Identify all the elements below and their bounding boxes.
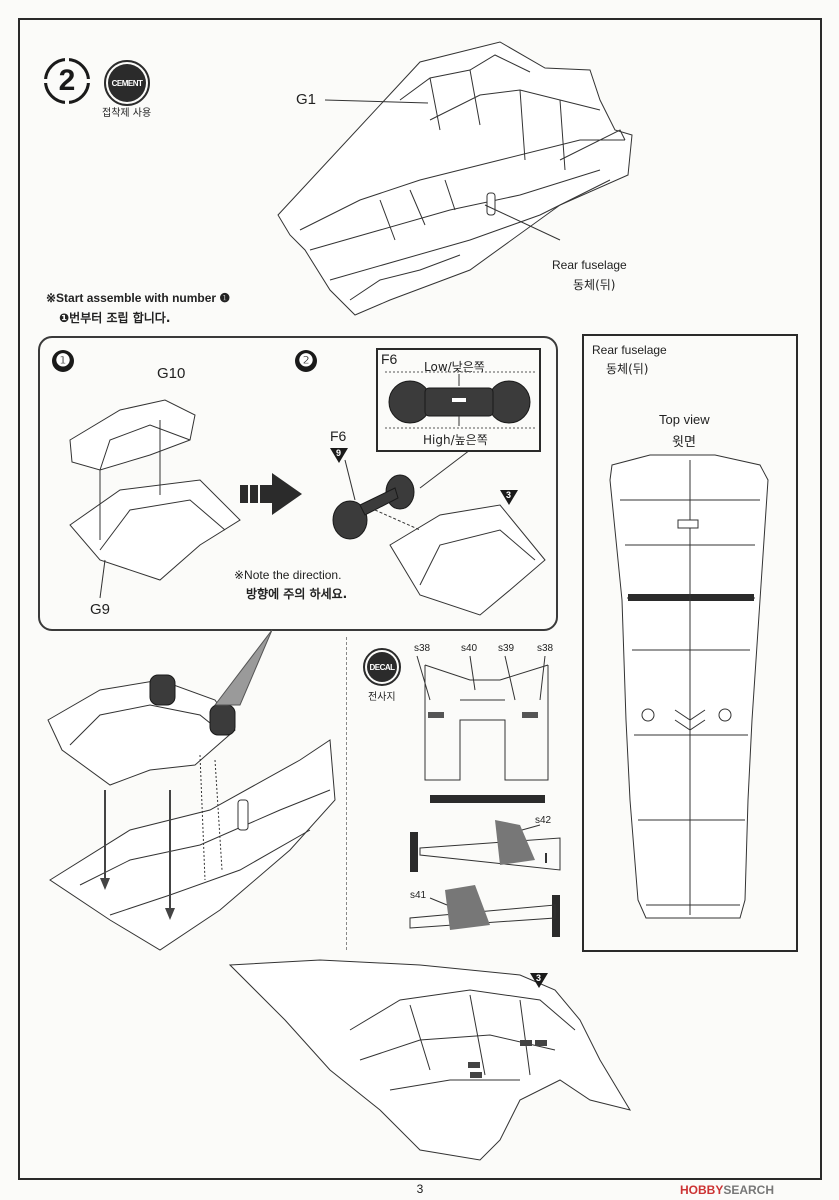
f6-high-label: High/높은쪽 (423, 433, 488, 447)
f6-low-label: Low/낮은쪽 (424, 360, 485, 374)
sub-assembly-1-illustration (69, 399, 546, 616)
part-label-f6: F6 (330, 428, 347, 444)
direction-note-kr: 방향에 주의 하세요. (246, 587, 348, 601)
watermark-rest: SEARCH (723, 1183, 775, 1197)
sub-step-2-marker: ❷ (295, 350, 317, 372)
direction-note-en: ※Note the direction. (234, 568, 342, 582)
decal-label-s39: s39 (498, 643, 515, 654)
f6-detail-illustration (385, 371, 535, 429)
start-note-kr: ❶번부터 조립 합니다. (59, 311, 171, 325)
f6-detail-part: F6 (381, 351, 398, 367)
watermark: HOBBYSEARCH (680, 1183, 774, 1197)
page-number: 3 (416, 1182, 424, 1196)
decal-badge: DECAL (363, 648, 401, 686)
step-number-badge: 2 (42, 56, 94, 108)
intake-assembly-illustration (47, 629, 336, 951)
cement-badge: CEMENT (104, 60, 150, 106)
sub-assembly-panel (38, 336, 558, 631)
dashed-divider (346, 637, 347, 950)
part-label-g9: G9 (90, 601, 111, 618)
top-view-illustration (609, 454, 769, 919)
page-frame (18, 18, 822, 1180)
start-note-en: ※Start assemble with number ❶ (46, 291, 231, 305)
top-view-title-kr: 동체(뒤) (606, 362, 649, 376)
top-view-label-kr: 윗면 (672, 435, 696, 450)
decal-label-s38-left: s38 (414, 643, 431, 654)
rear-fuselage-label-kr: 동체(뒤) (573, 278, 616, 292)
sub-step-1-marker: ❶ (52, 350, 74, 372)
decal-note: 전사지 (368, 692, 396, 703)
cement-note: 접착제 사용 (102, 108, 152, 119)
decal-label-s38-right: s38 (537, 643, 554, 654)
part-label-g10: G10 (157, 365, 186, 382)
part-label-g1: G1 (296, 91, 317, 108)
top-view-label-en: Top view (659, 412, 710, 427)
rear-fuselage-label-en: Rear fuselage (552, 258, 627, 272)
top-view-title-en: Rear fuselage (592, 343, 667, 357)
top-view-panel (582, 334, 798, 952)
decal-label-s40: s40 (461, 643, 478, 654)
decal-label-s42: s42 (535, 815, 552, 826)
marker-3: 3 (500, 490, 518, 505)
watermark-brand: HOBBY (680, 1183, 724, 1197)
decal-placement-illustration (409, 655, 561, 937)
final-marker-3: 3 (530, 973, 548, 988)
rear-fuselage-illustration (277, 41, 633, 316)
decal-label-s41: s41 (410, 890, 427, 901)
marker-9: 9 (330, 448, 348, 463)
